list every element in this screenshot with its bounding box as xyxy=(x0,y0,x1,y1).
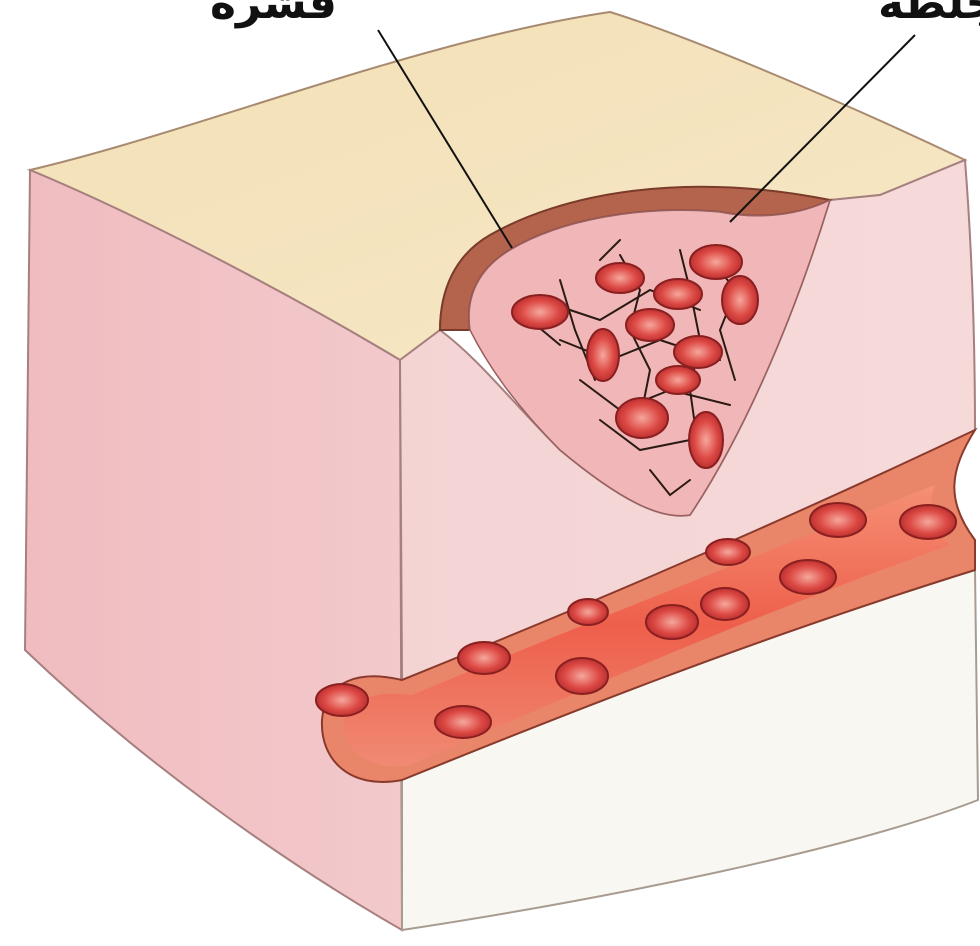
red-cell xyxy=(689,412,723,468)
red-cell xyxy=(674,336,722,368)
red-cell xyxy=(316,684,368,716)
red-cell xyxy=(722,276,758,324)
scab-label: قشرة xyxy=(210,0,337,26)
red-cell xyxy=(810,503,866,537)
red-cell xyxy=(690,245,742,279)
red-cell xyxy=(900,505,956,539)
red-cell xyxy=(780,560,836,594)
red-cell xyxy=(706,539,750,565)
red-cell xyxy=(654,279,702,309)
red-cell xyxy=(656,366,700,394)
red-cell xyxy=(458,642,510,674)
red-cell xyxy=(587,329,619,381)
red-cell xyxy=(596,263,644,293)
red-cell xyxy=(626,309,674,341)
red-cell xyxy=(512,295,568,329)
red-cell xyxy=(568,599,608,625)
red-cell xyxy=(616,398,668,438)
red-cell xyxy=(701,588,749,620)
red-cell xyxy=(435,706,491,738)
red-cell xyxy=(646,605,698,639)
clot-label: جلطة xyxy=(878,0,980,26)
red-cell xyxy=(556,658,608,694)
